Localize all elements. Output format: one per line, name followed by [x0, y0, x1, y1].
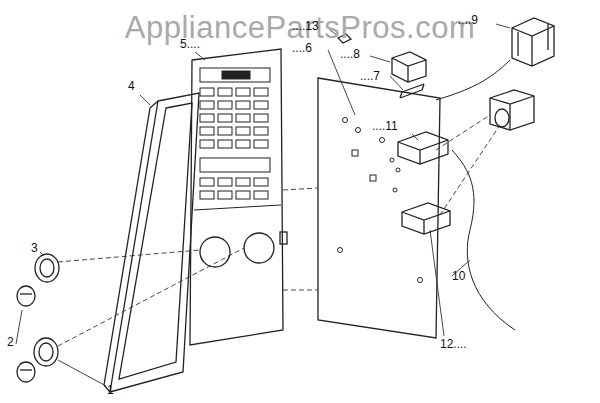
callout-number: ....8 [340, 48, 360, 60]
control-panel [190, 49, 283, 345]
knob-ring [35, 254, 59, 282]
panel-buttons [194, 68, 281, 210]
callout-number: 1 [107, 384, 114, 396]
callout-number: 2 [7, 336, 14, 348]
wire [452, 150, 515, 330]
knob [17, 362, 35, 382]
callout-number: ....11 [372, 120, 398, 132]
relay-part [398, 132, 448, 164]
relay-part [402, 203, 450, 234]
callout-number: 10 [452, 270, 465, 282]
fuse-part [400, 84, 424, 98]
knob-hole [244, 233, 274, 263]
knob [17, 286, 35, 306]
leader-lines [16, 24, 510, 386]
wire [436, 60, 510, 100]
board-holes [338, 118, 423, 283]
callout-number: 12.... [440, 338, 467, 350]
block-part [392, 52, 426, 82]
callout-number: ....6 [292, 42, 312, 54]
callout-number: ....9 [458, 14, 478, 26]
bezel-frame-inner [119, 103, 192, 379]
knob-ring [34, 338, 58, 366]
timer-part [490, 90, 534, 130]
transformer-part [512, 18, 554, 66]
bezel-frame [110, 93, 199, 392]
callout-number: 5.... [180, 38, 200, 50]
knob-hole [200, 237, 230, 267]
callout-number: 4 [128, 80, 135, 92]
circuit-board [318, 78, 440, 338]
callout-number: 3 [31, 242, 38, 254]
callout-number: ....13 [292, 20, 319, 32]
assembly-lines [58, 115, 500, 346]
callout-number: ....7 [360, 70, 380, 82]
